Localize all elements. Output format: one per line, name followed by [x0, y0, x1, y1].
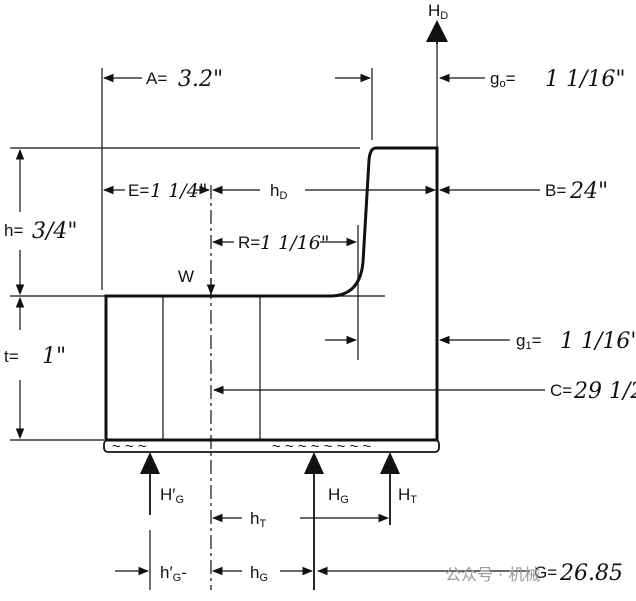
dimension-arrows — [15, 20, 545, 590]
r-value: 1 1/16" — [260, 232, 330, 254]
go-value: 1 1/16" — [545, 67, 626, 92]
watermark-text: 公众号 · 机械 — [445, 565, 540, 584]
g1-label: g1= — [516, 331, 542, 352]
b-label: B= — [545, 181, 566, 200]
g-label: G= — [534, 563, 557, 582]
a-value: 3.2" — [178, 67, 223, 92]
ht-arrowhead — [380, 452, 400, 474]
ht-dim-label: hT — [250, 509, 266, 530]
hpg-dim-label: h′G- — [160, 563, 187, 584]
g1-value: 1 1/16" — [560, 329, 636, 354]
extension-lines — [10, 40, 438, 590]
hg-arrowhead — [304, 452, 324, 474]
r-label: R= — [238, 233, 260, 252]
dimension-labels: HD A= 3.2" go= 1 1/16" E= 1 1/4" hD B= 2… — [4, 1, 636, 586]
e-label: E= — [128, 181, 149, 200]
t-label: t= — [4, 347, 19, 366]
hg-dim-label: hG — [250, 563, 268, 584]
c-value: 29 1/2" — [573, 379, 636, 404]
g-value: 26.85 — [559, 561, 623, 586]
c-label: C= — [550, 381, 572, 400]
t-value: 1" — [42, 344, 66, 369]
hd-arrowhead — [426, 20, 448, 42]
e-value: 1 1/4" — [150, 180, 207, 202]
b-value: 24" — [569, 179, 608, 204]
flange-outline: ~ ~ ~ ~ ~ ~ ~ ~ ~ ~ ~ — [103, 146, 440, 455]
hpg-label: H′G — [160, 485, 184, 506]
hd-dim-label: hD — [270, 181, 287, 202]
gasket-tilde-left: ~ ~ ~ — [112, 438, 147, 455]
h-value: 3/4" — [32, 219, 78, 244]
go-label: go= — [490, 69, 516, 90]
hpg-arrowhead — [140, 452, 160, 474]
gasket-tilde-right: ~ ~ ~ ~ ~ ~ ~ ~ — [272, 438, 371, 455]
h-label: h= — [4, 221, 23, 240]
hd-label: HD — [428, 1, 448, 22]
a-label: A= — [146, 69, 167, 88]
hg-label: HG — [328, 485, 349, 506]
ht-label: HT — [398, 485, 417, 506]
w-label: W — [178, 267, 194, 286]
